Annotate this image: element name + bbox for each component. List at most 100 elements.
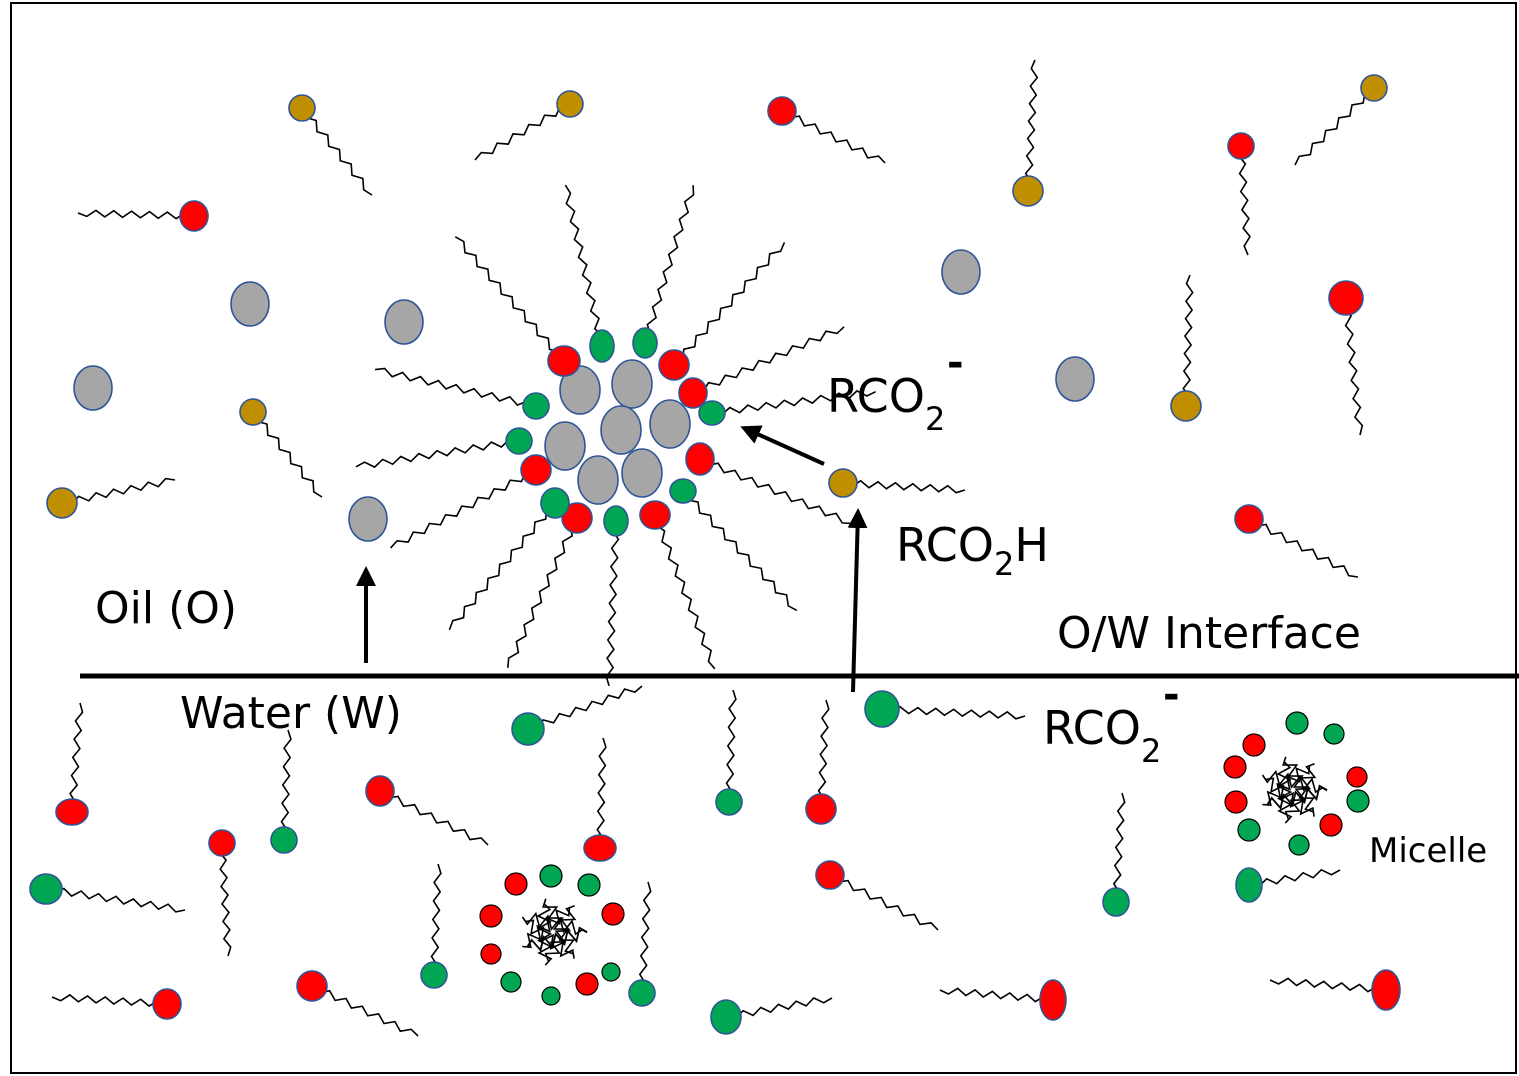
micelle bbox=[1223, 711, 1370, 856]
green-head bbox=[669, 478, 697, 504]
green-head bbox=[715, 788, 743, 816]
hydrocarbon-tail bbox=[1342, 297, 1364, 436]
hydrocarbon-tail bbox=[1024, 59, 1039, 192]
red-head bbox=[365, 775, 395, 807]
hydrocarbon-tail bbox=[454, 236, 565, 362]
hydrocarbon-tail bbox=[390, 469, 537, 549]
green-head bbox=[1102, 887, 1130, 917]
green-head bbox=[710, 999, 742, 1035]
micelle bbox=[479, 864, 625, 1006]
green-head bbox=[29, 873, 63, 905]
hydrocarbon-tail bbox=[311, 985, 419, 1037]
hydrocarbon-tail bbox=[842, 479, 966, 494]
green-head bbox=[589, 329, 615, 363]
hydrocarbon-tail bbox=[280, 729, 292, 841]
figure-border bbox=[10, 2, 1517, 1074]
hydrocarbon-tail bbox=[596, 737, 607, 849]
anion-label-bottom: RCO2 bbox=[1043, 701, 1161, 770]
red-head bbox=[685, 442, 715, 476]
hydrocarbon-tail bbox=[1182, 274, 1194, 407]
hydrocarbon-tail bbox=[1112, 792, 1126, 903]
hydrocarbon-tail bbox=[881, 705, 1026, 720]
green-head bbox=[1235, 867, 1263, 903]
oil-head bbox=[600, 405, 642, 455]
red-head bbox=[767, 96, 797, 126]
gold-head bbox=[288, 94, 316, 122]
red-head bbox=[1371, 969, 1401, 1011]
hydrocarbon-tail bbox=[45, 887, 186, 913]
hydrocarbon-tail bbox=[430, 863, 442, 976]
oil-head bbox=[577, 455, 619, 505]
hydrocarbon-tail bbox=[829, 874, 939, 931]
gold-head bbox=[1360, 74, 1388, 102]
green-head bbox=[632, 327, 658, 359]
hydrocarbon-tail bbox=[673, 242, 786, 366]
red-head bbox=[678, 377, 708, 409]
green-head bbox=[698, 400, 726, 426]
oil-head bbox=[559, 365, 601, 415]
hydrocarbon-tail bbox=[939, 987, 1054, 1003]
green-head bbox=[603, 505, 629, 537]
hydrocarbon-tail bbox=[61, 477, 176, 506]
oil-head bbox=[230, 281, 270, 327]
red-head bbox=[1328, 280, 1364, 316]
oil-head bbox=[649, 399, 691, 449]
gold-head bbox=[46, 487, 78, 519]
oil-head bbox=[348, 496, 388, 542]
red-head bbox=[296, 970, 328, 1002]
hydrocarbon-tail bbox=[725, 997, 833, 1020]
hydrocarbon-tail bbox=[301, 107, 373, 196]
hydrocarbon-tail bbox=[1237, 145, 1251, 256]
hydrocarbon-tail bbox=[781, 110, 886, 164]
hydrocarbon-tail bbox=[1248, 518, 1359, 578]
red-head bbox=[152, 988, 182, 1020]
red-head bbox=[55, 798, 89, 826]
hydrocarbon-tail bbox=[474, 103, 571, 161]
hydrocarbon-tail bbox=[654, 514, 716, 670]
hydrocarbon-tail bbox=[69, 702, 84, 813]
hydrocarbon-tail bbox=[644, 185, 695, 344]
green-head bbox=[420, 961, 448, 989]
red-head bbox=[179, 200, 209, 232]
water-label: Water (W) bbox=[180, 688, 402, 739]
hydrocarbon-tail bbox=[77, 209, 195, 220]
gold-head bbox=[1170, 390, 1202, 422]
red-head bbox=[1227, 132, 1255, 160]
hydrocarbon-tail bbox=[682, 490, 798, 612]
red-head bbox=[583, 834, 617, 862]
hydrocarbon-tail bbox=[218, 842, 232, 957]
red-head bbox=[520, 454, 552, 486]
hydrocarbon-tail bbox=[527, 685, 643, 730]
hydrocarbon-tail bbox=[1248, 868, 1341, 888]
red-head bbox=[1039, 979, 1067, 1021]
anion-label-top: RCO2 bbox=[827, 369, 945, 438]
green-head bbox=[270, 826, 298, 854]
oil-label: Oil (O) bbox=[95, 583, 237, 634]
hydrocarbon-tail bbox=[507, 517, 578, 668]
hydrocarbon-tail bbox=[379, 790, 489, 846]
red-head bbox=[547, 345, 581, 377]
red-head bbox=[805, 793, 837, 825]
red-head bbox=[1234, 504, 1264, 534]
green-head bbox=[540, 487, 570, 519]
hydrocarbon-tail bbox=[699, 458, 852, 525]
anion-charge-bottom: - bbox=[1163, 672, 1180, 718]
arrow-acid-transfer bbox=[847, 508, 868, 693]
oil-head bbox=[1055, 356, 1095, 402]
hydrocarbon-tail bbox=[638, 881, 652, 994]
surfactant-heads bbox=[29, 74, 1401, 1035]
surfactant-tails bbox=[45, 59, 1387, 1037]
red-head bbox=[815, 860, 845, 890]
anion-charge-top: - bbox=[947, 340, 964, 386]
gold-head bbox=[828, 468, 858, 498]
red-head bbox=[561, 502, 593, 534]
hydrocarbon-tail bbox=[1269, 977, 1387, 993]
green-head bbox=[864, 690, 900, 728]
red-head bbox=[639, 500, 671, 530]
hydrocarbon-tail bbox=[51, 993, 168, 1008]
interface-label: O/W Interface bbox=[1057, 608, 1361, 659]
green-head bbox=[505, 427, 533, 455]
oil-head bbox=[621, 448, 663, 498]
micelle-label: Micelle bbox=[1369, 831, 1487, 871]
